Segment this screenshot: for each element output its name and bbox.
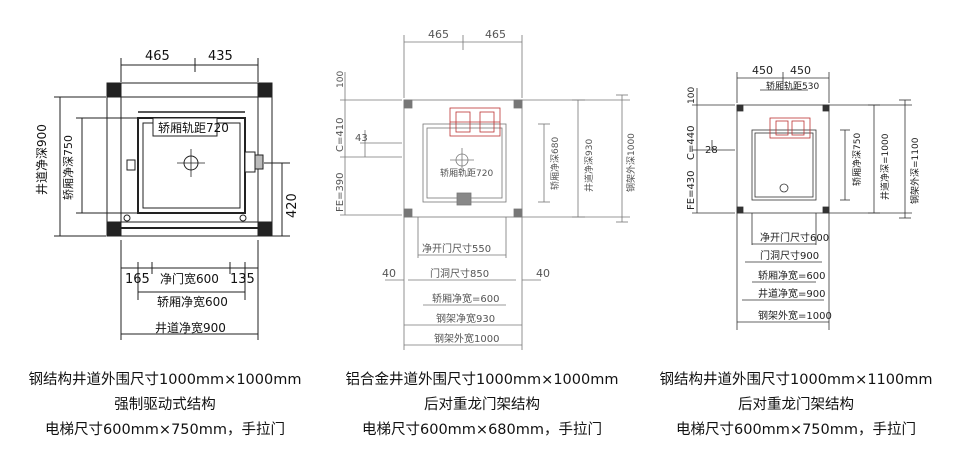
dim-door-hole: 门洞尺寸850 (430, 267, 489, 280)
dim-top-right: 465 (485, 28, 506, 41)
dim-door-clear: 净开门尺寸550 (422, 242, 491, 255)
dim-frame-width: 钢架外宽1000 (434, 332, 499, 345)
caption-line: 电梯尺寸600mm×750mm，手拉门 (45, 422, 285, 438)
machine (769, 117, 811, 139)
dim-top-left: 465 (428, 28, 449, 41)
dim-door-width: 净门宽600 (160, 271, 219, 286)
caption-figure-3: 钢结构井道外围尺寸1000mm×1100mm 后对重龙门架结构 电梯尺寸600m… (636, 368, 956, 443)
guide-shoe-right-outer (254, 154, 264, 170)
dim-shaft-width: 井道净宽=900 (758, 287, 825, 300)
guide-shoe (456, 192, 472, 206)
car-inner (426, 127, 503, 199)
caption-line: 铝合金井道外围尺寸1000mm×1000mm (345, 372, 619, 388)
dim-top-right: 450 (790, 64, 811, 77)
dim-fe: FE=430 (686, 170, 697, 210)
dim-shaft-depth: 井道净深900 (35, 124, 49, 195)
shaft-outline (736, 104, 830, 214)
corner-post (106, 82, 122, 98)
dim-shaft-width: 钢架净宽930 (436, 312, 495, 325)
car-outline (751, 129, 817, 201)
dim-shaft-width: 井道净宽900 (155, 320, 226, 335)
caption-line: 后对重龙门架结构 (738, 397, 854, 413)
shaft-outline (403, 99, 523, 218)
corner-post (106, 221, 122, 237)
dim-100: 100 (687, 87, 697, 104)
dim-frame-depth: 钢架外深1000 (625, 133, 637, 192)
dim-car-width: 轿厢净宽600 (157, 294, 228, 309)
figure-3-drawing (692, 72, 912, 330)
figure-2-drawing (340, 35, 630, 350)
dim-door-hole: 门洞尺寸900 (760, 249, 819, 262)
figure-1-drawing (54, 58, 290, 340)
dim-car-width: 轿厢净宽=600 (432, 292, 499, 305)
dim-rail: 轿厢轨距530 (766, 80, 819, 92)
dim-car-depth: 轿厢净深680 (549, 137, 561, 190)
caption-line: 后对重龙门架结构 (424, 397, 540, 413)
dim-side-420: 420 (285, 193, 300, 218)
dim-fe: FE=390 (335, 172, 346, 212)
dim-frame-width: 钢架外宽=1000 (758, 309, 832, 322)
dim-left-40: 40 (382, 267, 396, 280)
caption-figure-2: 铝合金井道外围尺寸1000mm×1000mm 后对重龙门架结构 电梯尺寸600m… (322, 368, 642, 443)
dim-car-depth: 轿厢净深750 (61, 135, 75, 200)
dim-car-width: 轿厢净宽=600 (758, 269, 825, 282)
dim-door-clear: 净开门尺寸600 (760, 231, 829, 244)
shaft-outline (106, 82, 273, 237)
shaft-inner-wall (120, 96, 259, 223)
dim-top-left: 450 (752, 64, 773, 77)
dim-shaft-depth: 井道净深=1000 (879, 133, 891, 200)
corner-post (257, 221, 273, 237)
dim-43: 43 (355, 133, 368, 144)
dim-car-depth: 轿厢净深750 (851, 133, 863, 186)
dim-rail: 轿厢轨距720 (440, 167, 493, 179)
dim-c: C=440 (686, 126, 697, 160)
dim-car-rail: 轿厢轨距720 (158, 120, 229, 135)
car-inner (754, 132, 814, 198)
dim-28: 28 (705, 145, 718, 156)
dim-bottom-right: 135 (230, 272, 255, 287)
caption-line: 强制驱动式结构 (114, 397, 216, 413)
corner-post (257, 82, 273, 98)
guide-shoe-left (126, 159, 136, 171)
car-center-circle (779, 183, 789, 193)
dim-top-right: 435 (208, 49, 233, 64)
caption-figure-1: 钢结构井道外围尺寸1000mm×1000mm 强制驱动式结构 电梯尺寸600mm… (5, 368, 325, 443)
dim-100: 100 (336, 71, 346, 88)
dim-right-40: 40 (536, 267, 550, 280)
caption-line: 钢结构井道外围尺寸1000mm×1100mm (659, 372, 933, 388)
dim-shaft-depth: 井道净深930 (583, 139, 595, 192)
dim-top-left: 465 (145, 49, 170, 64)
caption-line: 电梯尺寸600mm×750mm，手拉门 (676, 422, 916, 438)
caption-line: 电梯尺寸600mm×680mm，手拉门 (362, 422, 602, 438)
dim-frame-depth: 钢架外深=1100 (909, 137, 921, 204)
dim-c: C=410 (335, 118, 346, 152)
caption-line: 钢结构井道外围尺寸1000mm×1000mm (28, 372, 302, 388)
dim-bottom-left: 165 (125, 272, 150, 287)
guide-shoe-right (244, 151, 256, 173)
